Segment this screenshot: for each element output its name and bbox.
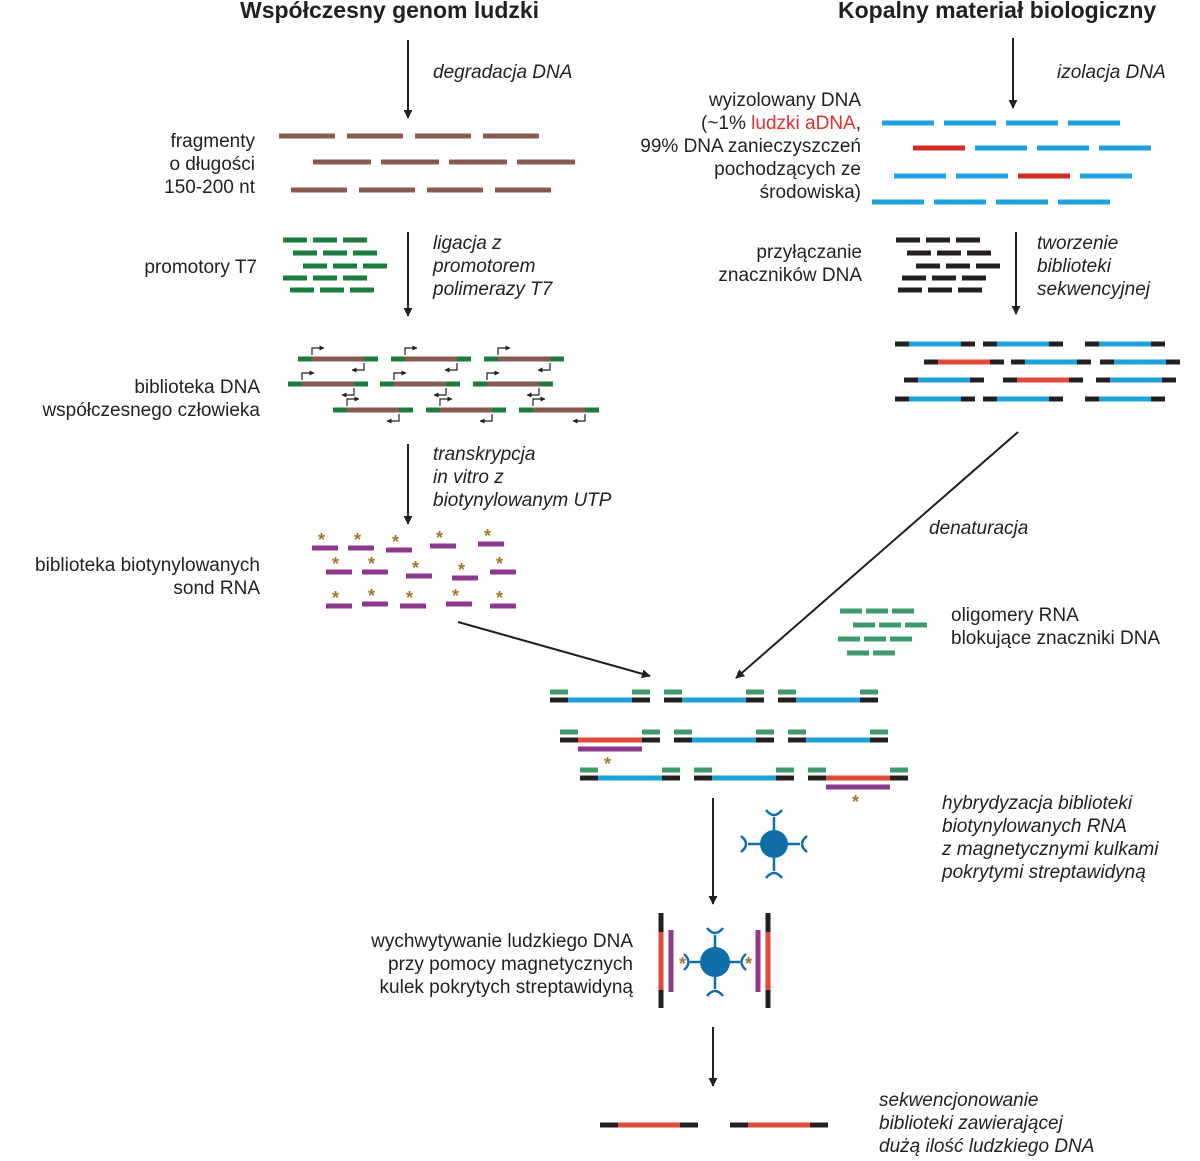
arrow-denaturation bbox=[735, 431, 1019, 679]
isolated-dna-fragments bbox=[872, 120, 1151, 205]
label-blocking-oligos: oligomery RNA blokujące znaczniki DNA bbox=[951, 605, 1161, 649]
arrow-probes-to-hybrid bbox=[457, 621, 651, 679]
biotin-icon: * bbox=[332, 554, 339, 574]
label-dna-library: biblioteka DNA współczesnego człowieka bbox=[42, 377, 260, 421]
transcription-arrow-icon bbox=[537, 363, 551, 373]
biotin-icon: * bbox=[392, 532, 399, 552]
transcription-arrow-icon bbox=[444, 363, 458, 373]
streptavidin-bead-icon bbox=[683, 927, 747, 997]
transcription-arrow-icon bbox=[532, 396, 546, 406]
heading-fossil-material: Kopalny materiał biologiczny bbox=[838, 0, 1157, 23]
transcription-arrow-icon bbox=[433, 388, 447, 398]
transcription-arrow-icon bbox=[301, 370, 315, 380]
label-fragments: fragmenty o długości 150-200 nt bbox=[164, 131, 255, 198]
transcription-arrow-icon bbox=[486, 370, 500, 380]
biotin-icon: * bbox=[496, 554, 503, 574]
label-t7-promoters: promotory T7 bbox=[144, 257, 257, 278]
step-transcription: transkrypcja in vitro z biotynylowanym U… bbox=[433, 444, 612, 511]
modern-dna-fragments bbox=[279, 133, 575, 193]
biotin-icon: * bbox=[436, 528, 443, 548]
step-sequencing: sekwencjonowanie biblioteki zawierającej… bbox=[879, 1090, 1095, 1157]
captured-complex: * * bbox=[658, 913, 771, 1008]
biotin-icon: * bbox=[412, 558, 419, 578]
dna-adapters bbox=[896, 237, 1000, 293]
sequencing-library bbox=[895, 341, 1180, 402]
transcription-arrow-icon bbox=[393, 370, 407, 380]
transcription-arrow-icon bbox=[497, 345, 511, 355]
label-adapters: przyłączanie znaczników DNA bbox=[718, 242, 862, 286]
biotin-icon: * bbox=[452, 586, 459, 606]
biotin-icon: * bbox=[484, 526, 491, 546]
transcription-arrow-icon bbox=[439, 396, 453, 406]
process-arrows bbox=[403, 38, 1021, 1087]
label-rna-probes: biblioteka biotynylowanych sond RNA bbox=[35, 555, 260, 599]
biotinylated-rna-probes: *************** bbox=[312, 526, 516, 609]
biotin-icon: * bbox=[604, 754, 611, 774]
transcription-arrow-icon bbox=[311, 345, 325, 355]
step-ligation: ligacja z promotorem polimerazy T7 bbox=[433, 233, 553, 300]
biotin-icon: * bbox=[332, 588, 339, 608]
biotin-icon: * bbox=[852, 792, 859, 812]
streptavidin-bead-icon bbox=[740, 809, 808, 879]
label-capture: wychwytywanie ludzkiego DNA przy pomocy … bbox=[371, 931, 633, 998]
human-adna-highlight: ludzki aDNA bbox=[751, 113, 856, 134]
heading-modern-genome: Współczesny genom ludzki bbox=[240, 0, 540, 23]
step-denaturation: denaturacja bbox=[929, 518, 1029, 539]
biotin-icon: * bbox=[406, 588, 413, 608]
transcription-arrow-icon bbox=[404, 345, 418, 355]
transcription-arrow-icon bbox=[346, 396, 360, 406]
transcription-arrow-icon bbox=[572, 414, 586, 424]
t7-promoters bbox=[283, 237, 387, 293]
transcription-arrow-icon bbox=[386, 414, 400, 424]
biotin-icon: * bbox=[679, 954, 686, 974]
label-isolated-dna: wyizolowany DNA (~1% ludzki aDNA, 99% DN… bbox=[640, 90, 861, 203]
transcription-arrow-icon bbox=[526, 388, 540, 398]
biotin-icon: * bbox=[496, 588, 503, 608]
biotin-icon: * bbox=[368, 554, 375, 574]
blocking-rna-oligos bbox=[838, 608, 927, 656]
biotin-icon: * bbox=[368, 586, 375, 606]
step-library-creation: tworzenie biblioteki sekwencyjnej bbox=[1037, 233, 1150, 300]
step-isolation: izolacja DNA bbox=[1057, 62, 1166, 83]
hybridization-complexes: ** bbox=[550, 689, 908, 812]
biotin-icon: * bbox=[318, 530, 325, 550]
transcription-arrow-icon bbox=[351, 363, 365, 373]
step-degradation: degradacja DNA bbox=[433, 62, 573, 83]
biotin-icon: * bbox=[458, 560, 465, 580]
transcription-arrow-icon bbox=[479, 414, 493, 424]
transcription-arrow-icon bbox=[341, 388, 355, 398]
biotin-icon: * bbox=[745, 954, 752, 974]
step-hybridization: hybrydyzacja biblioteki biotynylowanych … bbox=[942, 793, 1159, 883]
biotin-icon: * bbox=[354, 530, 361, 550]
modern-dna-library bbox=[288, 345, 599, 424]
